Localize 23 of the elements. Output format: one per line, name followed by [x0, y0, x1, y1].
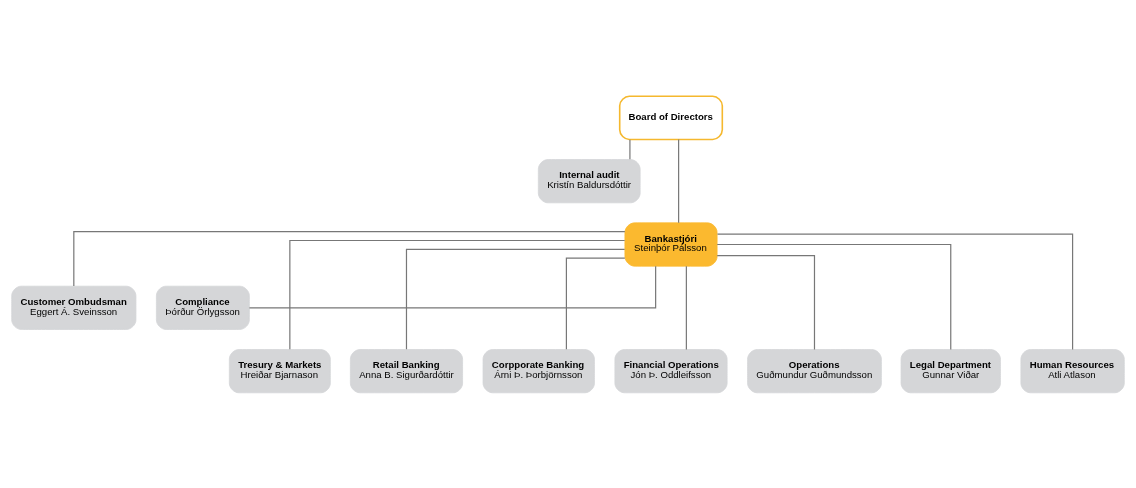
- connector: [716, 233, 1074, 350]
- connector: [716, 243, 952, 350]
- node-box: Compliance Þórður Örlygsson: [156, 285, 250, 330]
- node-box: Corpporate Banking Árni Þ. Þorbjörnsson: [482, 348, 595, 393]
- connector: [289, 239, 626, 350]
- connector: [405, 248, 626, 350]
- connector: [73, 230, 626, 287]
- node-box: Board of Directors: [618, 94, 724, 140]
- node-box: Financial Operations Jón Þ. Oddleifsson: [614, 348, 728, 393]
- node-box: Legal Department Gunnar Viðar: [900, 348, 1001, 393]
- connector: [629, 138, 631, 160]
- connector: [678, 138, 680, 223]
- connector: [248, 265, 657, 308]
- node-box: Bankastjóri Steinþór Pálsson: [624, 221, 718, 267]
- node-box: Retail Banking Anna B. Sigurðardóttir: [349, 348, 463, 393]
- connector: [685, 265, 687, 350]
- node-box: Tresury & Markets Hreiðar Bjarnason: [228, 348, 331, 393]
- node-box: Operations Guðmundur Guðmundsson: [747, 348, 882, 393]
- node-box: Customer Ombudsman Eggert Á. Sveinsson: [11, 285, 137, 330]
- connector: [565, 257, 626, 350]
- node-box: Internal audit Kristín Baldursdóttir: [537, 158, 641, 203]
- node-box: Human Resources Atli Atlason: [1020, 348, 1125, 393]
- connector: [716, 254, 816, 350]
